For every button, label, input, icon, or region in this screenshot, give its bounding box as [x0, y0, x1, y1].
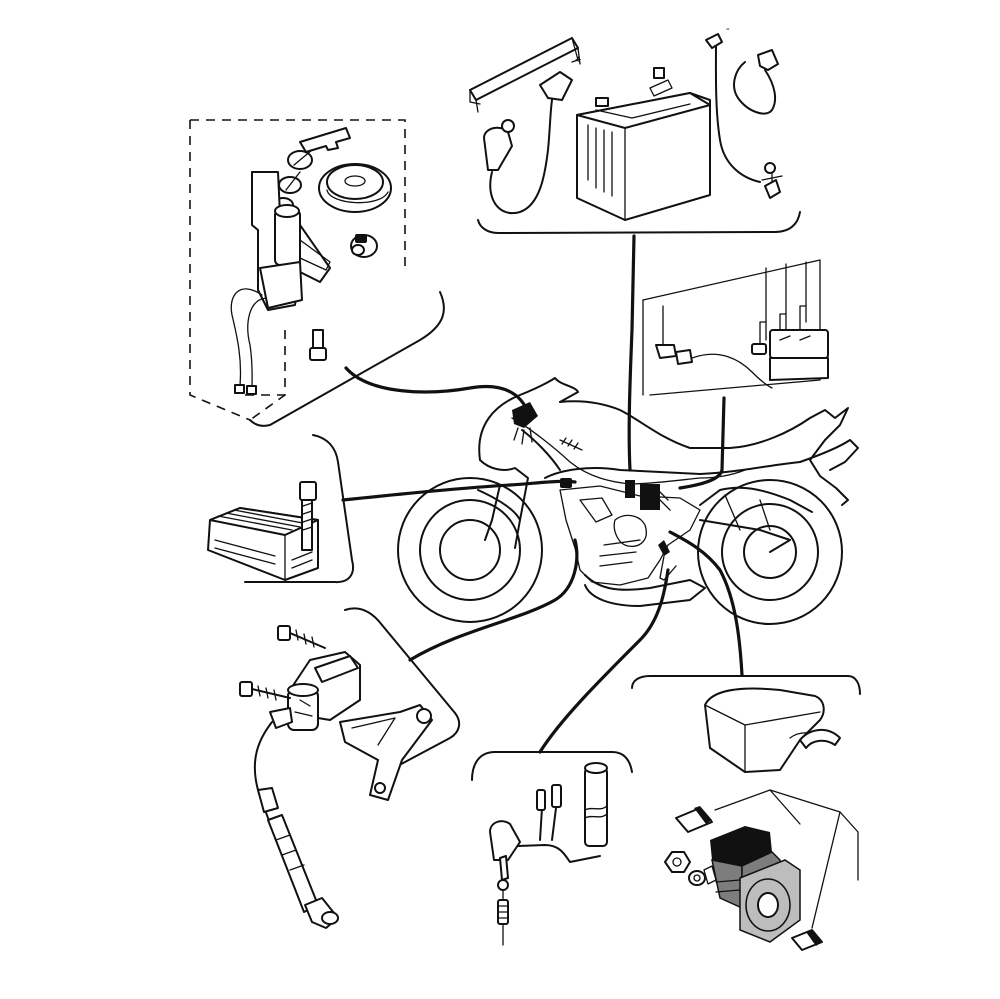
headlight-connector — [512, 402, 538, 428]
neutral-switch-icon — [489, 762, 608, 946]
relay-cover-icon — [704, 687, 841, 773]
fuel-tank-outline — [559, 400, 849, 506]
spare-fuse-icon — [791, 929, 823, 951]
nut-washer-icon — [664, 851, 706, 886]
neutral-switch-location — [658, 540, 670, 556]
front-fairing — [478, 377, 579, 461]
fuse-box-panel — [642, 259, 829, 396]
leader-neutral-switch — [538, 568, 670, 754]
positive-mark: + — [575, 54, 581, 66]
ignition-switch-body — [251, 171, 331, 311]
front-wheel — [397, 477, 543, 623]
negative-lead-icon: - — [705, 23, 783, 199]
negative-mark: - — [726, 23, 730, 35]
fuse-icon — [675, 806, 713, 833]
battery-icon — [576, 67, 711, 221]
motorcycle-outline — [397, 377, 859, 625]
screw-icon — [309, 329, 327, 361]
ignition-coil-icon — [239, 625, 433, 929]
leader-ignition-switch — [344, 366, 532, 422]
ignition-wire-leads — [230, 288, 267, 395]
fuel-cap-icon — [318, 163, 392, 213]
exhaust-outline — [584, 574, 706, 607]
relay-location — [560, 478, 572, 488]
leader-starter-relay — [668, 530, 744, 677]
rectifier-regulator-panel — [207, 434, 354, 584]
leader-battery — [627, 234, 636, 472]
starter-relay-panel — [631, 675, 861, 951]
leader-fuse-box — [678, 396, 726, 490]
lock-barrel-icon — [350, 234, 378, 258]
leader-wires — [341, 234, 744, 754]
positive-lead-icon: + — [483, 54, 581, 215]
fuse-location — [640, 484, 660, 510]
ignition-coil-panel — [239, 607, 461, 929]
starter-relay-icon — [703, 826, 801, 943]
rectifier-regulator-icon — [207, 481, 319, 581]
leader-rectifier — [341, 479, 577, 502]
neutral-switch-panel — [471, 751, 633, 946]
ignition-switch-panel — [189, 119, 445, 427]
spring-icon — [559, 437, 583, 451]
leader-ignition-coil — [408, 538, 579, 662]
battery-panel: + - — [469, 23, 801, 234]
rear-wheel — [697, 479, 843, 625]
battery-location — [625, 480, 635, 498]
